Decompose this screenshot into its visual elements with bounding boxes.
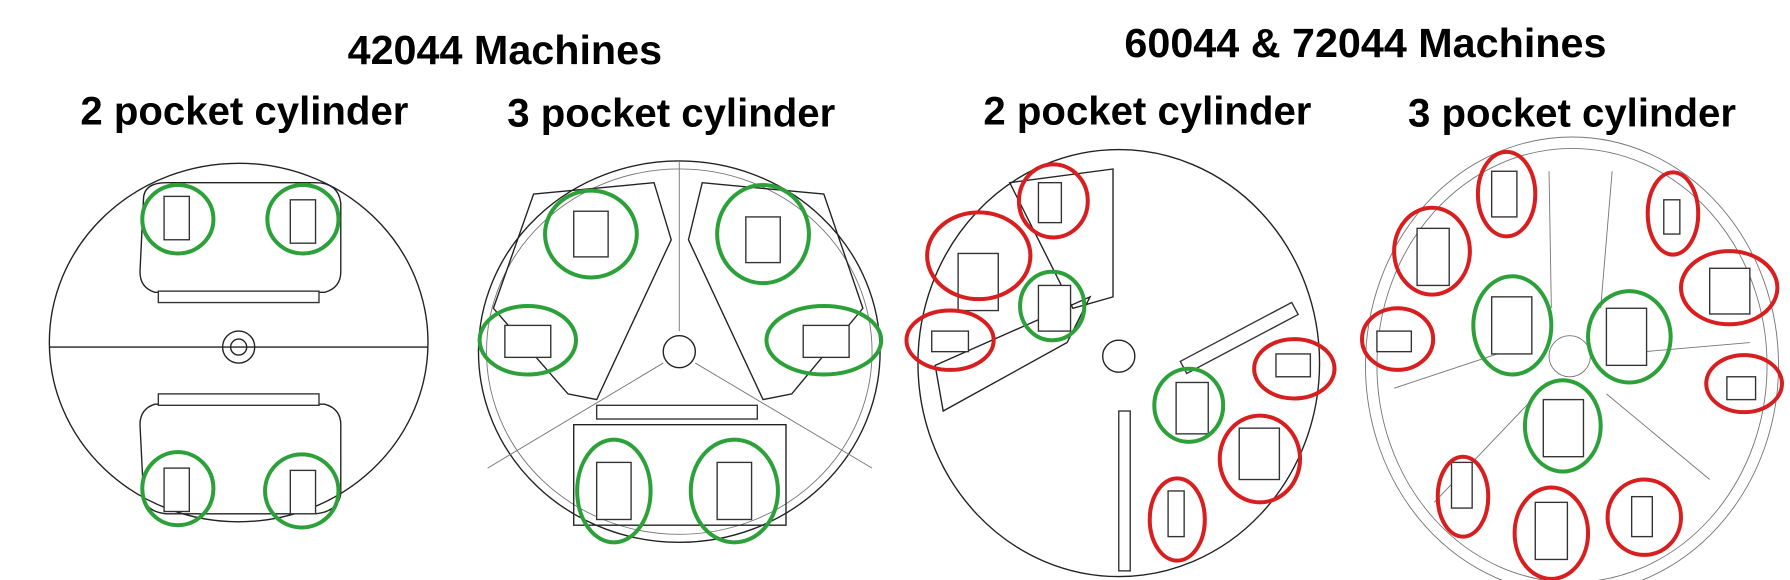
red-marker (1704, 353, 1784, 415)
green-marker (140, 182, 216, 256)
green-marker (715, 182, 811, 286)
red-marker (1512, 485, 1591, 580)
green-marker (1018, 269, 1087, 343)
green-marker (1522, 378, 1603, 474)
green-marker (477, 303, 579, 377)
cylinder-42044-3-pocket (477, 160, 881, 544)
green-marker (1471, 274, 1554, 377)
subtitle-42044-2-pocket: 2 pocket cylinder (80, 90, 408, 134)
green-marker (1152, 366, 1226, 444)
red-marker (1147, 476, 1207, 563)
red-markers (904, 149, 1784, 580)
green-marker (575, 437, 653, 545)
red-marker (1217, 413, 1303, 505)
red-marker (1645, 170, 1701, 257)
green-marker (688, 437, 780, 545)
red-marker (1435, 454, 1491, 539)
red-marker (1475, 149, 1538, 239)
subtitle-42044-3-pocket: 3 pocket cylinder (507, 92, 835, 136)
red-marker (1605, 477, 1684, 557)
green-markers (140, 182, 1673, 545)
cylinder-60044-3-pocket (1365, 136, 1779, 580)
red-marker (1016, 162, 1090, 240)
green-marker (265, 182, 341, 256)
green-marker (140, 450, 216, 528)
red-marker (925, 210, 1033, 302)
green-marker (1586, 289, 1673, 385)
subtitle-60044-3-pocket: 3 pocket cylinder (1408, 92, 1736, 136)
group-title-60044-72044: 60044 & 72044 Machines (1124, 20, 1606, 66)
red-marker (1678, 249, 1780, 327)
red-marker (904, 308, 996, 372)
group-title-42044: 42044 Machines (348, 27, 662, 73)
green-marker (764, 303, 884, 377)
red-marker (1252, 337, 1337, 401)
cylinder-42044-2-pocket (48, 162, 429, 523)
green-marker (543, 188, 639, 280)
subtitle-60044-2-pocket: 2 pocket cylinder (983, 90, 1311, 134)
green-marker (263, 452, 341, 530)
red-marker (1359, 306, 1436, 372)
red-marker (1392, 205, 1472, 297)
